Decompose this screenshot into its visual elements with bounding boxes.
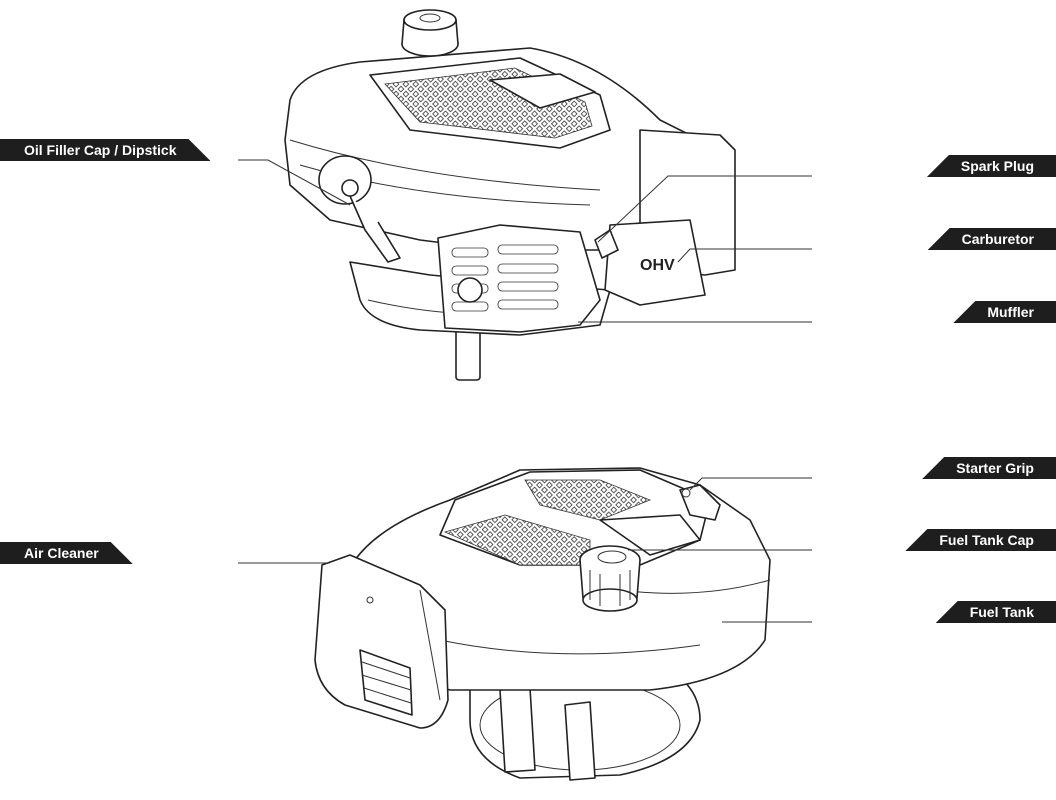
callout-air-cleaner: Air Cleaner bbox=[0, 542, 133, 564]
callout-muffler: Muffler bbox=[953, 301, 1056, 323]
leader-lines bbox=[238, 159, 812, 623]
callout-starter-grip: Starter Grip bbox=[922, 457, 1056, 479]
callout-carburetor: Carburetor bbox=[927, 228, 1056, 250]
engine-top-view: OHV bbox=[284, 9, 736, 381]
engine-bottom-view bbox=[314, 467, 771, 781]
callout-spark-plug: Spark Plug bbox=[926, 155, 1056, 177]
callout-fuel-tank-cap: Fuel Tank Cap bbox=[905, 529, 1056, 551]
ohv-engine-marking: OHV bbox=[640, 257, 675, 274]
callout-oil-filler-cap-dipstick: Oil Filler Cap / Dipstick bbox=[0, 139, 210, 161]
callout-fuel-tank: Fuel Tank bbox=[935, 601, 1056, 623]
